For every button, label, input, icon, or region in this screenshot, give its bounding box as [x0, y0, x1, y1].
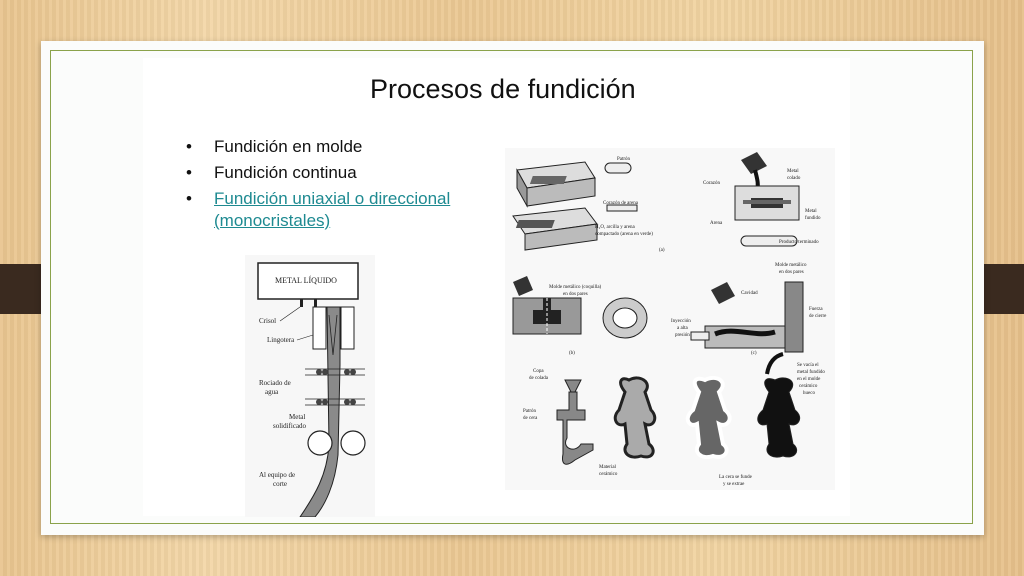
permanent-mold-panel: Molde metálico (coquilla) en dos pares (… — [512, 276, 648, 356]
label-molde-met-1: Molde metálico — [775, 263, 807, 268]
label-vacia-3: en el molde — [797, 377, 821, 382]
label-metal-fundido-2: fundido — [805, 216, 821, 221]
label-metal-fundido-1: Metal — [805, 209, 817, 214]
label-arena: Arena — [710, 221, 723, 226]
label-b: (b) — [569, 351, 575, 356]
slide-title: Procesos de fundición — [370, 74, 636, 104]
bullet-item: • Fundición continua — [180, 162, 490, 184]
label-copa-2: de colada — [529, 376, 549, 381]
label-c: (c) — [751, 351, 757, 356]
bullet-list: •Fundición en molde •Fundición continua … — [180, 136, 490, 236]
label-a: (a) — [659, 248, 665, 253]
label-vacia-2: metal fundido — [797, 370, 825, 375]
label-metal-colado-2: colado — [787, 176, 801, 181]
label-cera-2: y se extrae — [723, 482, 745, 487]
bullet-text: Fundición en molde — [214, 137, 363, 156]
label-h2o: H₂O, arcilla y arena — [595, 225, 636, 230]
die-casting-panel: Molde metálico en dos pares Cavidad Fuer… — [671, 263, 827, 356]
label-molde-coquilla-1: Molde metálico (coquilla) — [549, 285, 602, 290]
sand-mold-panel: Patrón Corazón de arena H₂O, arcilla y a… — [512, 157, 665, 253]
label-molde-coquilla-2: en dos pares — [563, 292, 588, 297]
label-lingotera: Lingotera — [267, 336, 295, 344]
bullet-dot-icon: • — [186, 189, 192, 208]
label-cera-1: La cera se funde — [719, 475, 753, 480]
label-cavidad: Cavidad — [741, 291, 758, 296]
label-corte-1: Al equipo de — [259, 471, 295, 479]
bullet-dot-icon: • — [186, 163, 192, 182]
label-producto: Producto terminado — [779, 240, 819, 245]
label-material-2: cerámico — [599, 472, 618, 477]
label-rociado-2: agua — [265, 388, 279, 396]
label-corte-2: corte — [273, 480, 287, 488]
label-vacia-5: hueco — [803, 391, 815, 396]
label-material-1: Material — [599, 465, 617, 470]
label-metal-colado-1: Metal — [787, 169, 799, 174]
label-metal-solid-1: Metal — [289, 413, 305, 421]
bullet-dot-icon: • — [186, 137, 192, 156]
label-fuerza-2: de cierre — [809, 314, 827, 319]
label-inyeccion-3: presión — [675, 333, 690, 338]
label-molde-met-2: en dos pares — [779, 270, 804, 275]
label-compactado: compactado (arena en verde) — [595, 232, 653, 237]
mold-casting-diagram: Patrón Corazón de arena H₂O, arcilla y a… — [505, 148, 835, 490]
paper-border — [50, 50, 973, 524]
bullet-text: Fundición continua — [214, 163, 357, 182]
sand-pour-panel: Metal colado Corazón Arena Metal fundido… — [703, 152, 821, 247]
label-vacia-4: cerámico — [799, 384, 818, 389]
label-corazon: Corazón — [703, 181, 720, 186]
directional-casting-link[interactable]: Fundición uniaxial o direccional (monocr… — [214, 189, 451, 230]
label-metal-solid-2: solidificado — [273, 422, 307, 430]
investment-casting-panel: Copa de colada Patrón de cera Material c… — [523, 352, 825, 487]
label-copa-1: Copa — [533, 369, 544, 374]
label-patron: Patrón — [617, 157, 631, 162]
label-fuerza-1: Fuerza — [809, 307, 823, 312]
label-crisol: Crisol — [259, 317, 276, 325]
label-patron-cera-2: de cera — [523, 416, 538, 421]
label-inyeccion-2: a alta — [677, 326, 688, 331]
bullet-item: • Fundición uniaxial o direccional (monoc… — [180, 188, 490, 232]
label-inyeccion-1: Inyección — [671, 319, 691, 324]
continuous-casting-diagram: METAL LÍQUIDO Crisol Lingotera Rociado d… — [245, 255, 375, 517]
label-corazon-arena: Corazón de arena — [603, 201, 639, 206]
label-patron-cera-1: Patrón — [523, 409, 537, 414]
label-rociado-1: Rociado de — [259, 379, 291, 387]
label-metal-liquido: METAL LÍQUIDO — [275, 275, 337, 285]
bullet-item: • Fundición en molde — [180, 136, 490, 158]
label-vacia-1: Se vacía el — [797, 363, 819, 368]
